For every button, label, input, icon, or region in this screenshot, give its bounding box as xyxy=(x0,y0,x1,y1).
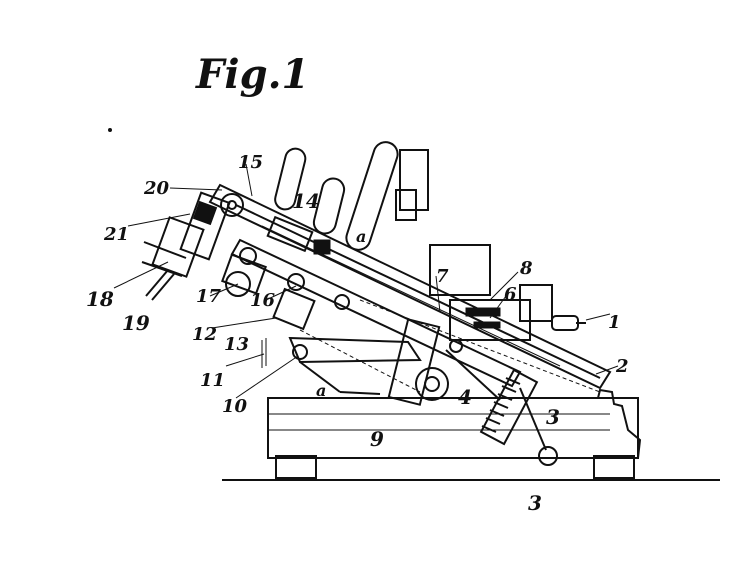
label-10: 10 xyxy=(222,396,248,417)
label-1: 1 xyxy=(608,312,621,333)
label-12: 12 xyxy=(192,324,217,345)
stray-dot xyxy=(108,128,112,132)
label-21: 21 xyxy=(103,224,129,245)
label-16: 16 xyxy=(250,290,276,311)
label-6: 6 xyxy=(504,284,517,305)
label-15: 15 xyxy=(238,152,263,173)
spring xyxy=(479,368,558,466)
label-3-lower: 3 xyxy=(528,491,542,515)
label-9: 9 xyxy=(370,427,384,451)
label-2: 2 xyxy=(615,356,629,377)
label-20: 20 xyxy=(143,178,170,199)
right-assembly xyxy=(395,149,553,341)
label-18: 18 xyxy=(86,287,114,311)
label-19: 19 xyxy=(122,311,150,335)
label-17: 17 xyxy=(196,286,222,307)
lower-linkage xyxy=(261,318,501,406)
label-7: 7 xyxy=(436,266,449,287)
label-14: 14 xyxy=(292,189,320,213)
left-assembly xyxy=(141,191,350,331)
label-8: 8 xyxy=(519,258,533,279)
label-3-upper: 3 xyxy=(546,405,560,429)
label-4: 4 xyxy=(458,385,472,409)
label-a-lower: a xyxy=(316,381,326,400)
label-a-upper: a xyxy=(356,227,366,246)
label-13: 13 xyxy=(224,334,249,355)
machine-base xyxy=(267,388,642,479)
label-11: 11 xyxy=(200,370,225,391)
figure-title: Fig.1 xyxy=(195,51,309,98)
control-levers xyxy=(274,141,586,331)
leader-lines xyxy=(113,163,619,399)
